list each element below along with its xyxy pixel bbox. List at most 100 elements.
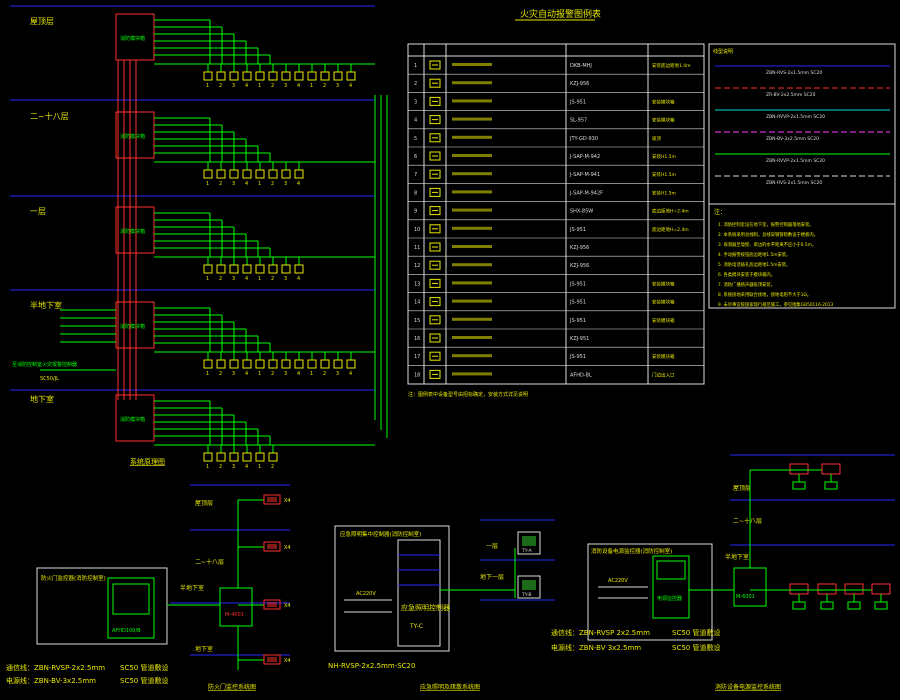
legend-row-no: 12 — [414, 263, 420, 269]
floor-label-2: 二~十八层 — [30, 111, 69, 121]
emergency-wire: NH-RVSP-2x2.5mm-SC20 — [328, 662, 415, 670]
bar-icon — [429, 260, 441, 270]
detector-count: 3 — [232, 181, 235, 187]
wire-sample-label: ZBN-RVS-2x1.5mm SC20 — [766, 70, 822, 76]
legend-title: 火灾自动报警图例表 — [520, 8, 601, 20]
legend-row-no: 9 — [414, 209, 417, 215]
emergency-device-label: 应急照明控制器 — [401, 603, 450, 612]
detector-count: 2 — [271, 464, 274, 470]
detector-icon: 4 — [294, 64, 304, 89]
riser-side-note: 至消防控制室火灾报警控制器 — [12, 361, 77, 368]
emergency-floor-1: 一层 — [486, 543, 498, 550]
t-icon — [429, 315, 441, 325]
legend-row-model: DKB-MHJ — [570, 63, 592, 69]
power-module-label: M-6001 — [736, 594, 755, 600]
speaker-icon — [429, 133, 441, 143]
detector-icon: 2 — [216, 64, 226, 89]
door-wire-2: 电源线：ZBN-BV-3x2.5mm — [6, 676, 96, 685]
legend-row-model: JTY-GD-930 — [569, 136, 598, 142]
detector-icon: 1 — [255, 64, 265, 89]
wire-sample-label: ZBN-RVVP-2x1.5mm SC20 — [766, 158, 825, 164]
power-devices — [750, 463, 891, 610]
legend-row-no: 17 — [414, 354, 420, 360]
legend-row-note: 安装模块箱 — [652, 98, 675, 105]
detector-count: 1 — [206, 83, 209, 89]
legend-row-model: AFHD-BL — [570, 372, 592, 378]
door-floor-4: 地下室 — [195, 645, 213, 653]
detector-icon: 1 — [203, 64, 213, 89]
legend-row-no: 8 — [414, 190, 417, 196]
detector-count: 4 — [297, 83, 300, 89]
legend-row-no: 7 — [414, 172, 417, 178]
door-floor-1: 屋顶层 — [195, 500, 213, 507]
wire-sample-label: ZBN-RVS-2x1.5mm SC20 — [766, 180, 822, 186]
riser-title: 系统原理图 — [130, 457, 165, 466]
legend-footnote: 注：图例表中设备型号由招标确定，安装方式详见说明 — [408, 391, 528, 398]
power-pipe-2: SC50 管道敷设 — [672, 643, 720, 652]
detector-icon: 3 — [281, 64, 291, 89]
module-box-roof: 消防模块箱 — [115, 13, 155, 61]
legend-row-no: 11 — [414, 245, 420, 251]
power-wire-2: 电源线：ZBN-BV 3x2.5mm — [551, 643, 641, 652]
module-box-label: 消防模块箱 — [120, 35, 145, 42]
detector-icon: 3 — [229, 352, 239, 377]
detector-count: 1 — [206, 464, 209, 470]
detector-icon: 2 — [320, 64, 330, 89]
notes-title: 注： — [714, 208, 726, 216]
wire-sample-label: ZBN-BV-3x2.5mm SC20 — [766, 136, 819, 142]
door-wire-1: 通信线：ZBN-RVSP-2x2.5mm — [6, 663, 105, 672]
detector-icon: 2 — [320, 352, 330, 377]
power-floor-2: 二~十八层 — [733, 517, 762, 525]
legend-row-no: 3 — [414, 99, 417, 105]
detector-count: 2 — [323, 371, 326, 377]
detector-count: 4 — [349, 371, 352, 377]
power-device-label: 电源监控器 — [657, 595, 682, 602]
module-box-f1: 消防模块箱 — [115, 206, 155, 254]
legend-row-model: KZJ-956 — [570, 263, 589, 269]
door-device-label: AFHD100/B — [112, 628, 141, 634]
l-icon — [429, 351, 441, 361]
detector-count: 3 — [284, 181, 287, 187]
rect-icon — [429, 242, 441, 252]
legend-row-model: JS-951 — [569, 227, 586, 233]
detector-count: 4 — [297, 276, 300, 282]
detector-count: 2 — [219, 371, 222, 377]
door-monitor-icon: X4 — [263, 654, 291, 665]
square-icon — [429, 333, 441, 343]
emergency-device2-label: TY-C — [409, 623, 423, 630]
detector-icon: 3 — [229, 64, 239, 89]
detector-count: 3 — [336, 83, 339, 89]
legend-row-no: 5 — [414, 136, 417, 142]
emergency-module-a: TY-A — [517, 531, 541, 555]
detector-icon: 4 — [294, 352, 304, 377]
power-voltage: AC220V — [608, 578, 628, 584]
detector-count: 4 — [245, 181, 248, 187]
detector-icon: 2 — [216, 352, 226, 377]
door-count: X4 — [284, 658, 291, 664]
panel-icon — [429, 60, 441, 70]
detector-count: 1 — [310, 371, 313, 377]
module-box-b1: 消防模块箱 — [115, 301, 155, 349]
legend-row-note: 吸顶 — [652, 136, 661, 142]
detector-count: 4 — [297, 371, 300, 377]
emergency-module-b: TY-B — [517, 575, 541, 599]
detector-count: 3 — [232, 276, 235, 282]
legend-row-no: 6 — [414, 154, 417, 160]
detector-icon: 1 — [255, 352, 265, 377]
detector-icon: 4 — [242, 257, 252, 282]
detector-icon: 1 — [203, 445, 213, 470]
legend-row-model: J-SAP-M-941 — [569, 172, 600, 178]
detector-icon: 4 — [346, 352, 356, 377]
detector-icon: 2 — [216, 162, 226, 187]
detector-count: 1 — [206, 371, 209, 377]
detector-icon: 1 — [255, 257, 265, 282]
detector-count: 1 — [258, 83, 261, 89]
detector-icon: 3 — [229, 257, 239, 282]
power-pipe-1: SC50 管道敷设 — [672, 628, 720, 637]
